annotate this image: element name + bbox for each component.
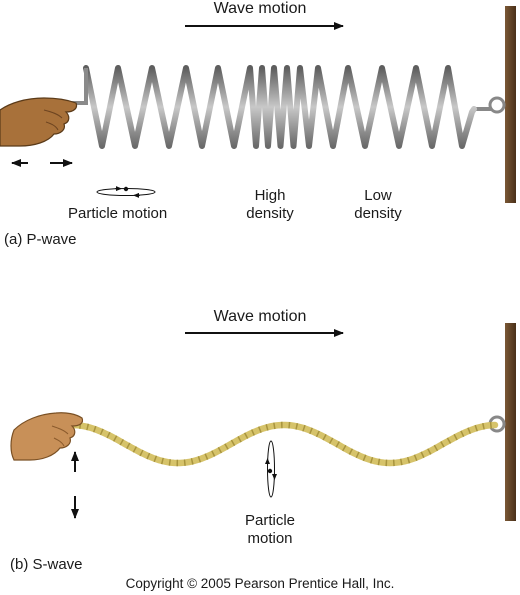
spring-icon — [83, 65, 477, 149]
low-density-label-1: Low — [364, 187, 392, 204]
low-density-label-2: density — [354, 205, 402, 222]
hand-icon — [0, 97, 78, 147]
wall-icon — [505, 6, 516, 203]
high-density-label-1: High — [254, 187, 286, 204]
hand-icon-b — [10, 412, 84, 461]
copyright-notice: Copyright © 2005 Pearson Prentice Hall, … — [125, 576, 395, 591]
spring-handle — [70, 68, 88, 105]
s-wave-caption: (b) S-wave — [10, 556, 83, 573]
particle-motion-label-b2: motion — [247, 530, 293, 547]
rope-icon — [68, 421, 499, 467]
particle-motion-ellipse-b — [267, 440, 275, 498]
particle-motion-label-a: Particle motion — [68, 205, 168, 222]
particle-dot-b — [267, 468, 273, 474]
wall-icon-b — [505, 323, 516, 521]
eye-hook-a — [488, 96, 506, 114]
particle-dot-a — [123, 186, 129, 192]
rope-strands — [71, 421, 496, 467]
high-density-label-2: density — [246, 205, 294, 222]
p-wave-caption: (a) P-wave — [4, 231, 77, 248]
particle-motion-label-b1: Particle — [244, 512, 296, 529]
wave-motion-label-b: Wave motion — [213, 308, 307, 325]
wave-motion-label-a: Wave motion — [213, 0, 307, 17]
